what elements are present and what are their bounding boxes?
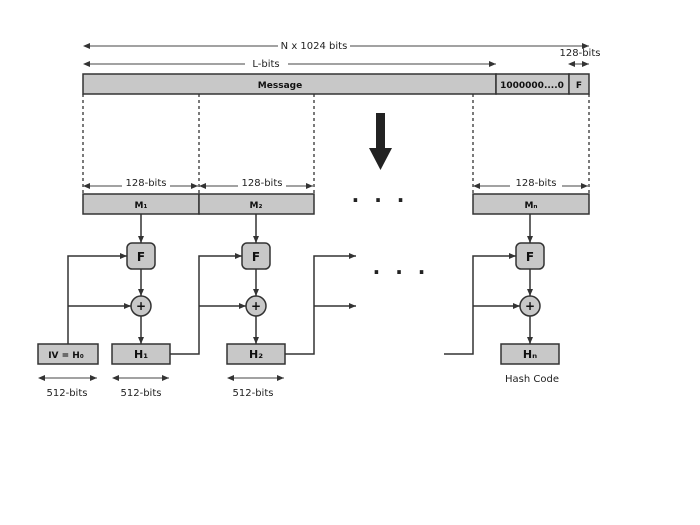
hash-code-label: Hash Code [505,374,559,385]
length-field-label: 128-bits [560,48,601,59]
iv-size-label: 512-bits [47,388,88,399]
block-ellipsis: · · · [352,188,409,212]
big-down-arrow-icon [369,113,392,170]
message-blocks: M₁ M₂ Mₙ [82,193,590,215]
plus-label-2: + [251,299,261,313]
padding-label: 1000000....0 [500,81,564,91]
iv-box [37,343,99,365]
hn-box [500,343,560,365]
block-m2-label: M₂ [250,201,263,211]
f-label-n: F [526,250,534,264]
f-label-2: F [252,250,260,264]
iv-label: IV = H₀ [48,351,84,361]
stage-3-feed [285,253,356,355]
block2-size-label: 128-bits [242,178,283,189]
length-box-label: F [576,81,582,91]
block-mn-label: Mₙ [524,201,537,211]
total-length-dimension: N x 1024 bits [83,41,589,52]
h2-label: H₂ [249,348,263,361]
message-length-label: L-bits [252,59,279,70]
h1-label: H₁ [134,348,148,361]
stage-1: F + [67,214,156,344]
message-row: Message 1000000....0 F [82,73,590,95]
length-box [568,73,590,95]
stage-2: F + [170,214,271,355]
h1-size-label: 512-bits [121,388,162,399]
dashed-guides [82,94,590,194]
chain-values: IV = H₀ H₁ H₂ Hₙ [37,343,560,365]
block-m1-label: M₁ [135,201,148,211]
h2-box [226,343,286,365]
total-length-label: N x 1024 bits [281,41,348,52]
hn-label: Hₙ [523,348,537,361]
block1-size-label: 128-bits [126,178,167,189]
stage-ellipsis: · · · [373,260,430,284]
stage-n: F + [444,214,545,355]
blockn-size-label: 128-bits [516,178,557,189]
plus-label-n: + [525,299,535,313]
chain-dimensions: 512-bits 512-bits 512-bits Hash Code [38,374,559,399]
plus-label-1: + [136,299,146,313]
f-label-1: F [137,250,145,264]
message-length-dimension: L-bits [83,59,496,70]
h2-size-label: 512-bits [233,388,274,399]
message-label: Message [258,81,302,91]
block-dimensions: 128-bits 128-bits 128-bits [83,178,588,189]
length-field-dimension: 128-bits [560,48,601,67]
block-mn [472,193,590,215]
h1-box [111,343,171,365]
